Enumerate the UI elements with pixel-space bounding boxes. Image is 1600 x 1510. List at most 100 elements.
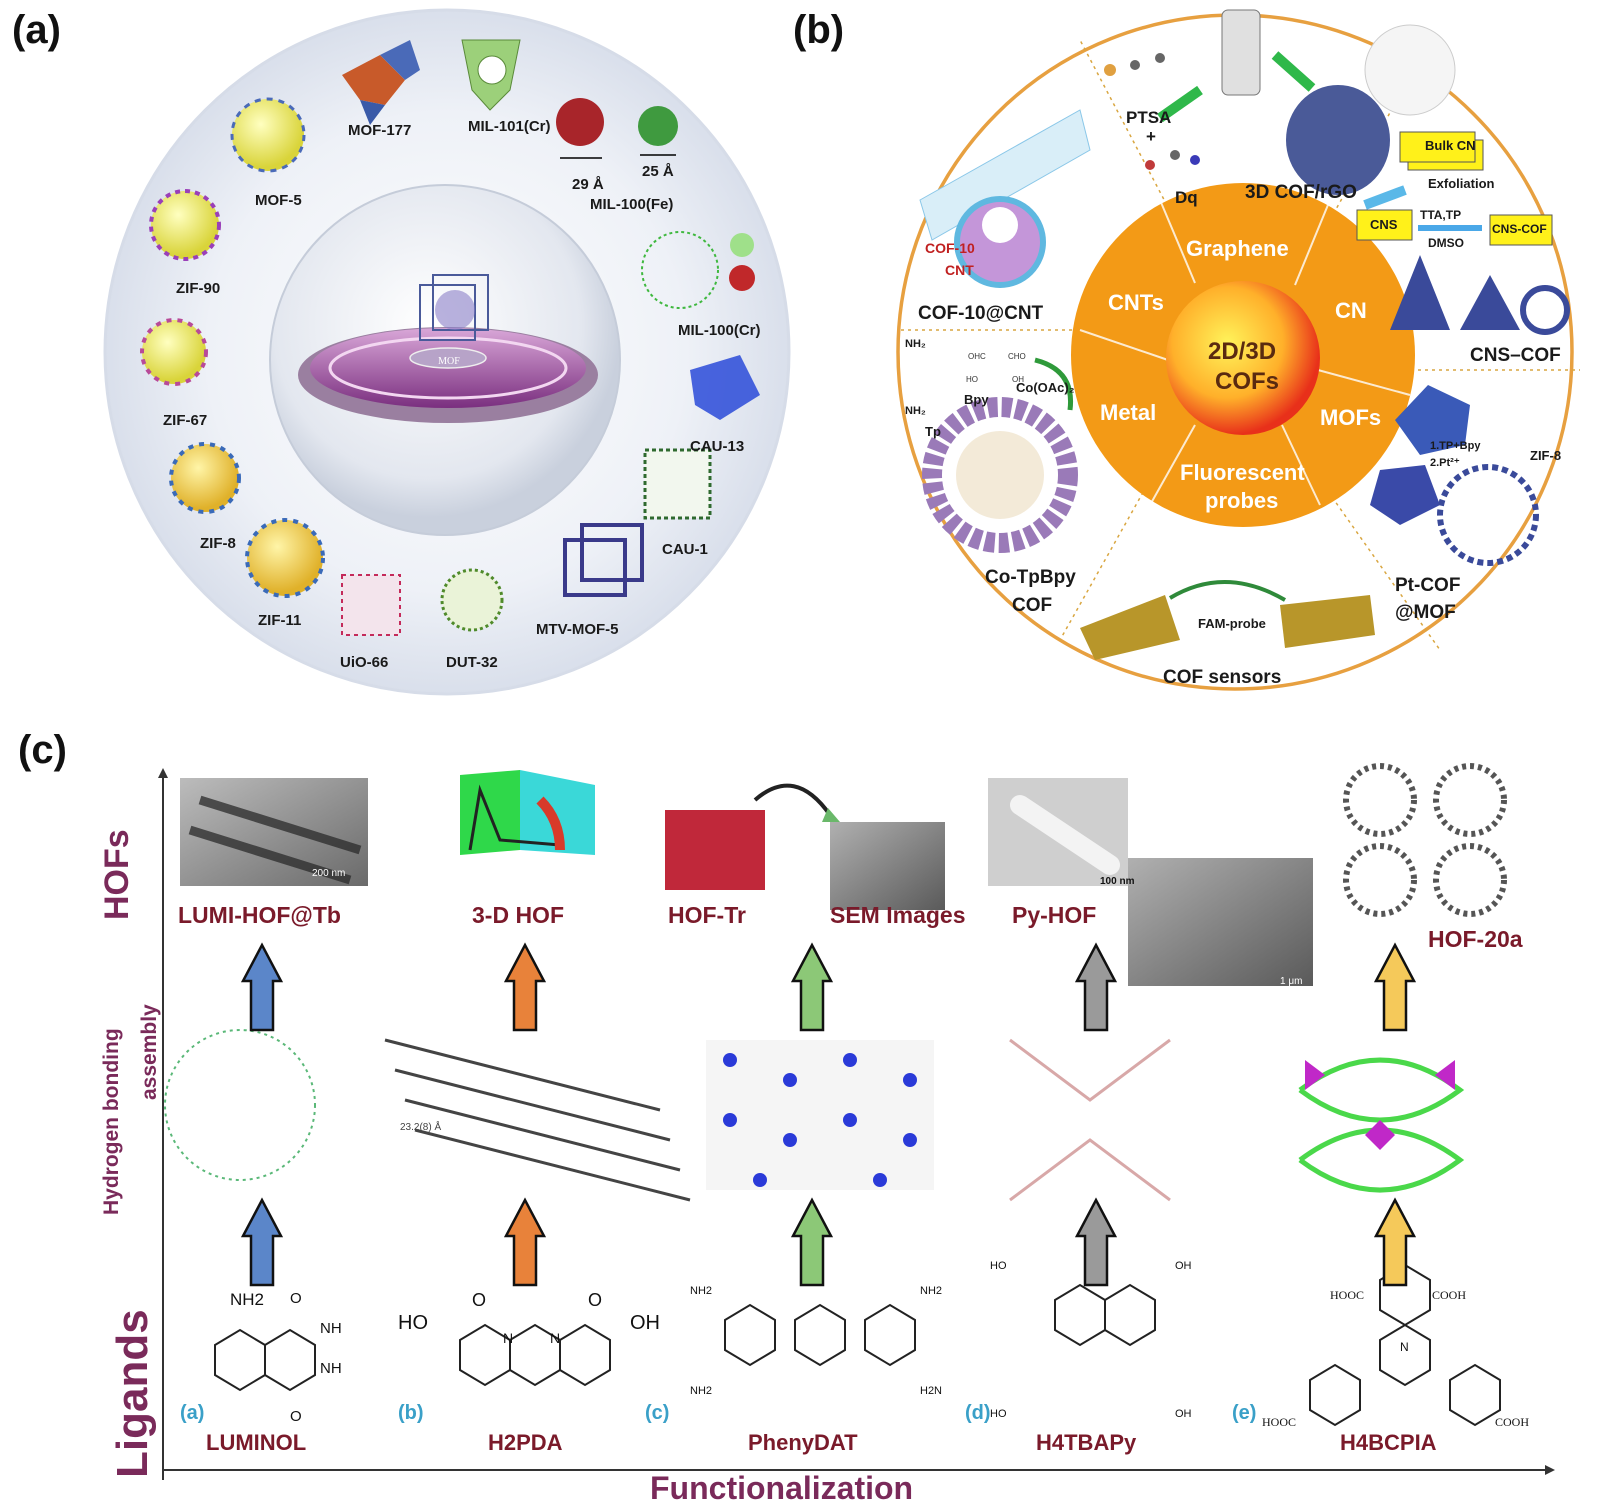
co-tpbpy-ring xyxy=(922,397,1078,553)
zif-8-polyhedron xyxy=(1370,385,1470,525)
chem-o-h2pda-2: O xyxy=(588,1290,603,1310)
zif-11-structure xyxy=(245,518,325,598)
mof-disc-label: MOF xyxy=(438,356,460,367)
label-co-tpbpy-2: COF xyxy=(1012,595,1053,616)
chem-nh-1: NH xyxy=(320,1320,342,1337)
pt-cof-hexagons xyxy=(1437,464,1539,566)
ring-cn: CN xyxy=(1335,298,1367,323)
chem-oh-h2pda: OH xyxy=(630,1312,660,1334)
label-step-1: 1.TP+Bpy xyxy=(1430,440,1481,452)
arrow-h4tbapy-upper xyxy=(1074,942,1118,1032)
sub-label-d: (d) xyxy=(965,1402,991,1424)
label-mof-5: MOF-5 xyxy=(255,192,302,209)
ring-graphene: Graphene xyxy=(1186,236,1289,261)
arrow-h2pda-lower xyxy=(503,1197,547,1287)
label-nh2-bottom: NH₂ xyxy=(905,405,926,417)
label-uio-66: UiO-66 xyxy=(340,654,389,671)
label-25-angstrom: 25 Å xyxy=(642,163,674,180)
chem-nh2-phenydat-2: NH2 xyxy=(690,1385,713,1397)
label-cns: CNS xyxy=(1370,217,1398,232)
panel-b-letter: (b) xyxy=(793,8,845,52)
label-pt-cof-2: @MOF xyxy=(1395,602,1456,623)
chem-nh2-luminol: NH2 xyxy=(230,1290,265,1309)
cof-rgo-sponge xyxy=(1286,24,1456,195)
label-mof-177: MOF-177 xyxy=(348,122,412,139)
ptsa-molecule xyxy=(1104,53,1165,76)
label-cof-sensors: COF sensors xyxy=(1163,667,1282,688)
chem-cooh-2: COOH xyxy=(1495,1415,1530,1429)
mof-5-structure xyxy=(230,97,306,173)
label-step-2: 2.Pt²⁺ xyxy=(1430,457,1460,469)
h4tbapy-assembly xyxy=(1009,1038,1171,1202)
label-mtv-mof-5: MTV-MOF-5 xyxy=(536,621,619,638)
chem-n-h2pda-2: N xyxy=(550,1330,561,1346)
label-cof-10-cnt: COF-10@CNT xyxy=(918,303,1044,324)
label-zif-8: ZIF-8 xyxy=(200,535,236,552)
label-tta-tp: TTA,TP xyxy=(1420,208,1462,222)
h4bcpia-assembly xyxy=(1298,1057,1465,1193)
sub-label-e: (e) xyxy=(1232,1402,1257,1424)
hof-label-lumi: LUMI-HOF@Tb xyxy=(178,902,341,928)
ring-mofs: MOFs xyxy=(1320,405,1382,430)
ring-fluorescent: Fluorescent xyxy=(1180,460,1305,485)
label-fam-probe: FAM-probe xyxy=(1198,616,1266,631)
label-plus: + xyxy=(1146,127,1156,146)
arrow-lumi-lower xyxy=(240,1197,284,1287)
arrow-h4bcpia-lower xyxy=(1373,1197,1417,1287)
hof-20a-lattice xyxy=(1343,763,1507,917)
chem-o-1: O xyxy=(290,1290,302,1307)
label-cnt: CNT xyxy=(945,262,974,278)
arrow-lumi-upper xyxy=(240,942,284,1032)
chem-oh-h4tbapy-1: OH xyxy=(1175,1260,1192,1272)
label-dmso: DMSO xyxy=(1428,236,1464,250)
chem-ho-h2pda: HO xyxy=(398,1312,428,1334)
mil-100-fe-structure xyxy=(556,98,678,159)
chem-nh2-phenydat-1: NH2 xyxy=(690,1285,713,1297)
arrow-h2pda-upper xyxy=(503,942,547,1032)
label-exfoliation: Exfoliation xyxy=(1428,176,1495,191)
ligand-label-h4bcpia: H4BCPIA xyxy=(1340,1430,1437,1455)
panel-a-letter: (a) xyxy=(12,8,61,52)
chem-ho-h4tbapy-1: HO xyxy=(990,1260,1007,1272)
chem-nh2-phenydat-3: NH2 xyxy=(920,1285,943,1297)
label-mil-100-fe: MIL-100(Fe) xyxy=(590,196,674,213)
chem-n-h4bcpia: N xyxy=(1400,1340,1409,1354)
chem-h2n-phenydat: H2N xyxy=(920,1385,943,1397)
chem-o-2: O xyxy=(290,1408,302,1425)
hof-label-20a: HOF-20a xyxy=(1428,926,1523,952)
label-co-oac: Co(OAc)₂ xyxy=(1016,380,1075,395)
label-ptsa: PTSA xyxy=(1126,108,1172,127)
uio-66-structure xyxy=(341,574,401,636)
label-cau-13: CAU-13 xyxy=(690,438,745,455)
label-29-angstrom: 29 Å xyxy=(572,176,604,193)
scale-200nm: 200 nm xyxy=(312,868,346,879)
label-ohc: OHC xyxy=(968,352,986,361)
bulk-cn-stack xyxy=(1363,131,1484,210)
core-line-2: COFs xyxy=(1215,368,1280,395)
label-mil-101: MIL-101(Cr) xyxy=(468,118,551,135)
sub-label-c: (c) xyxy=(645,1402,670,1424)
zif-67-structure xyxy=(140,318,208,386)
panel-a-graphic: MOF xyxy=(103,8,791,696)
label-cns-cof-box: CNS-COF xyxy=(1492,222,1547,236)
label-cho: CHO xyxy=(1008,352,1026,361)
ring-dividers xyxy=(1079,199,1411,506)
label-3d-cof-rgo: 3D COF/rGO xyxy=(1245,182,1357,203)
label-tp: Tp xyxy=(925,424,941,439)
chem-oh-h4tbapy-2: OH xyxy=(1175,1408,1192,1420)
label-oh: OH xyxy=(1012,375,1024,384)
cau-1-structure xyxy=(643,448,712,520)
chem-cooh-1: COOH xyxy=(1432,1288,1467,1302)
zif-90-structure xyxy=(149,189,221,261)
arrow-h4tbapy-lower xyxy=(1074,1197,1118,1287)
mil-100-cr-structure xyxy=(641,231,755,309)
hof-label-sem: SEM Images xyxy=(830,902,966,928)
sub-label-b: (b) xyxy=(398,1402,424,1424)
mtv-mof-5-structure xyxy=(563,523,644,597)
zif-8-structure xyxy=(169,442,241,514)
label-cau-1: CAU-1 xyxy=(662,541,708,558)
ligand-label-h2pda: H2PDA xyxy=(488,1430,563,1455)
